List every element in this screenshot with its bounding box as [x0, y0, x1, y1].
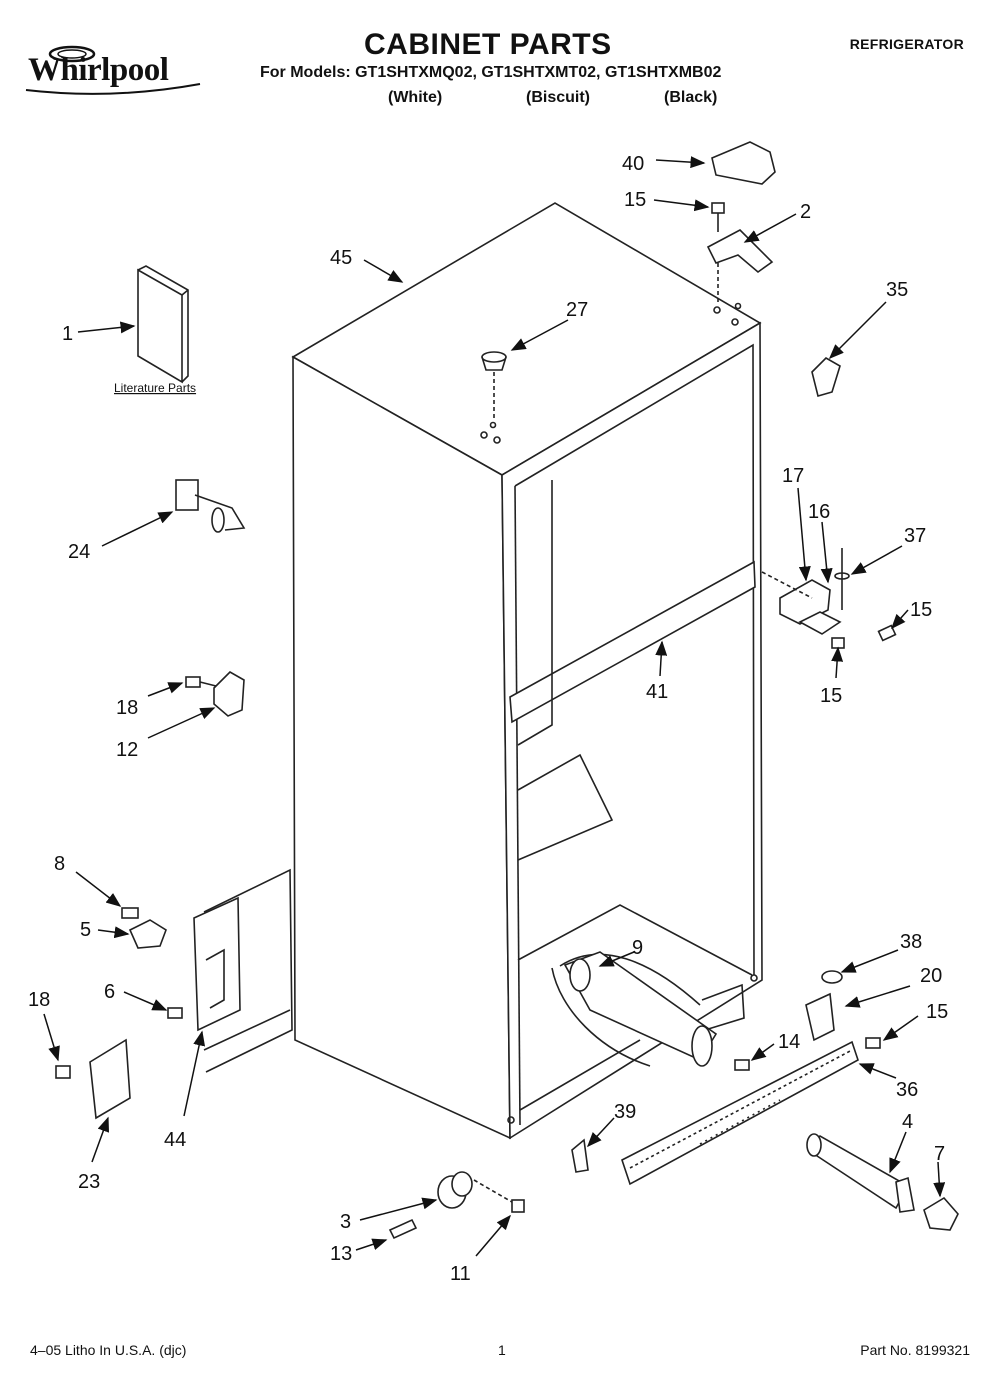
part-15-screw-bottom: [865, 1037, 881, 1049]
callout-35: 35: [886, 279, 908, 301]
part-20-bracket: [805, 992, 835, 1042]
callout-15: 15: [820, 685, 842, 707]
part-39-clip: [571, 1138, 589, 1173]
variant-biscuit: (Biscuit): [526, 89, 590, 106]
callout-36: 36: [896, 1079, 918, 1101]
callout-9: 9: [632, 937, 643, 959]
part-40-hinge-cover: [711, 141, 776, 185]
callout-24: 24: [68, 541, 90, 563]
litho-note: 4–05 Litho In U.S.A. (djc): [30, 1342, 187, 1358]
callout-40: 40: [622, 153, 644, 175]
literature-book: [137, 265, 189, 384]
callout-44: 44: [164, 1129, 186, 1151]
part-7-cap: [923, 1196, 959, 1231]
callout-23: 23: [78, 1171, 100, 1193]
callout-16: 16: [808, 501, 830, 523]
part-36-grille: [621, 1040, 859, 1186]
part-35-bracket: [811, 357, 841, 397]
part-2-top-hinge: [706, 229, 774, 274]
callout-38: 38: [900, 931, 922, 953]
callout-37: 37: [904, 525, 926, 547]
callout-20: 20: [920, 965, 942, 987]
callout-labels: 40 15 2 45 35 1 27 17 16 37 24 15 15 41 …: [28, 153, 948, 1285]
part-38-washer: [821, 970, 843, 984]
part-14-screw: [734, 1059, 750, 1071]
brand-name: Whirlpool: [28, 52, 169, 88]
variant-white: (White): [388, 89, 443, 106]
part-11-screw: [473, 1179, 525, 1213]
part-15-screws-mid: [831, 624, 897, 649]
page-title: CABINET PARTS: [364, 28, 612, 61]
callout-6: 6: [104, 981, 115, 1003]
callout-8: 8: [54, 853, 65, 875]
callout-41: 41: [646, 681, 668, 703]
part-6-screw: [167, 1007, 183, 1019]
callout-11: 11: [450, 1263, 471, 1285]
callout-45: 45: [330, 247, 352, 269]
part-3-roller: [437, 1171, 473, 1209]
callout-7: 7: [934, 1143, 945, 1165]
part-27-plug: [481, 351, 507, 420]
callout-12: 12: [116, 739, 138, 761]
part-number: Part No. 8199321: [860, 1342, 970, 1358]
part-4-water-filter: [806, 1133, 915, 1213]
model-list: For Models: GT1SHTXMQ02, GT1SHTXMT02, GT…: [260, 64, 722, 81]
callout-15: 15: [910, 599, 932, 621]
part-16-pin: [834, 548, 850, 610]
part-5-clip: [121, 907, 167, 949]
part-15-screw-top: [711, 202, 725, 232]
callout-27: 27: [566, 299, 588, 321]
page-number: 1: [498, 1342, 506, 1358]
literature-parts-label: Literature Parts: [114, 381, 196, 395]
callout-4: 4: [902, 1111, 913, 1133]
callout-13: 13: [330, 1243, 352, 1265]
part-24-stud: [175, 479, 246, 533]
part-12-clip: [185, 671, 245, 717]
whirlpool-logo: [25, 45, 201, 95]
callout-17: 17: [782, 465, 804, 487]
callout-15: 15: [926, 1001, 948, 1023]
part-9-filter-housing: [551, 951, 718, 1067]
callout-5: 5: [80, 919, 91, 941]
product-category: REFRIGERATOR: [849, 36, 964, 52]
callout-15: 15: [624, 189, 646, 211]
callout-18: 18: [116, 697, 138, 719]
callout-18: 18: [28, 989, 50, 1011]
part-44-panel: [193, 868, 293, 1073]
variant-black: (Black): [664, 89, 718, 106]
callout-14: 14: [778, 1031, 800, 1053]
callout-3: 3: [340, 1211, 351, 1233]
callout-2: 2: [800, 201, 811, 223]
part-13-screw: [388, 1218, 418, 1240]
callout-1: 1: [62, 323, 73, 345]
part-23-cover: [55, 1038, 131, 1120]
callout-39: 39: [614, 1101, 636, 1123]
